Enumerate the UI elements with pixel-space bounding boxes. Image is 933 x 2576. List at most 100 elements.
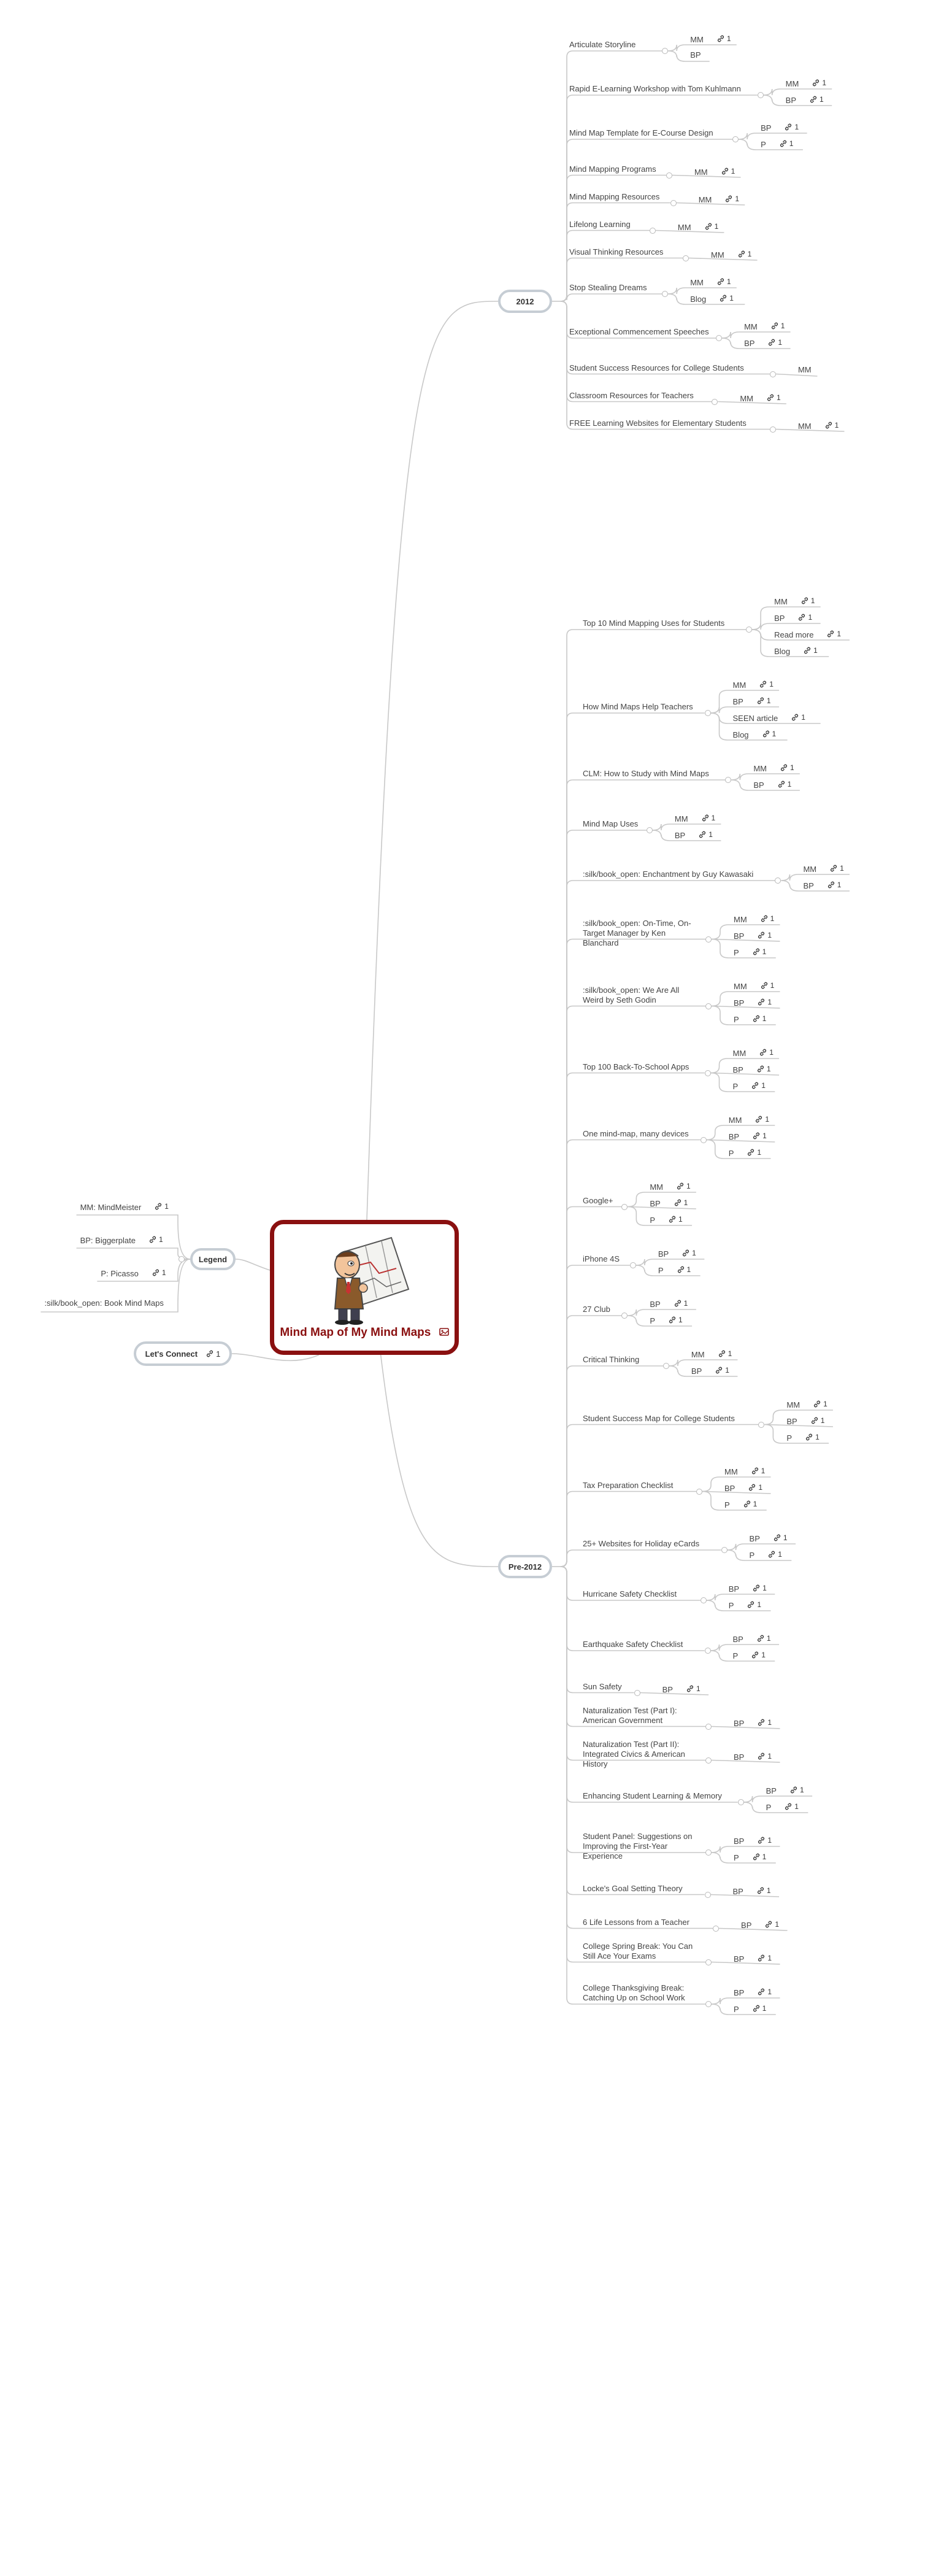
link-icon[interactable]: 1: [790, 1785, 804, 1795]
link-icon[interactable]: 1: [677, 1181, 691, 1191]
collapse-toggle[interactable]: [634, 1689, 640, 1696]
topic-y2012-10[interactable]: Classroom Resources for Teachers: [569, 391, 694, 401]
link-icon[interactable]: 1: [753, 1131, 767, 1141]
collapse-toggle[interactable]: [621, 1203, 628, 1210]
topic-pre2012-7[interactable]: Top 100 Back-To-School Apps: [583, 1062, 689, 1072]
topic-y2012-11[interactable]: FREE Learning Websites for Elementary St…: [569, 418, 747, 428]
link-icon[interactable]: 1: [791, 712, 805, 722]
collapse-toggle[interactable]: [704, 1891, 711, 1898]
link-icon[interactable]: 1: [757, 1633, 771, 1643]
link-icon[interactable]: 1: [743, 1499, 757, 1509]
link-icon[interactable]: 1: [757, 1886, 771, 1895]
link-icon[interactable]: 1: [812, 78, 826, 88]
topic-pre2012-5[interactable]: :silk/book_open: On-Time, On-Target Mana…: [583, 919, 699, 948]
topic-pre2012-6[interactable]: :silk/book_open: We Are All Weird by Set…: [583, 985, 699, 1005]
collapse-toggle[interactable]: [666, 172, 672, 179]
link-icon[interactable]: 1: [830, 863, 844, 873]
topic-pre2012-17[interactable]: Earthquake Safety Checklist: [583, 1640, 683, 1649]
link-icon[interactable]: 1: [718, 1349, 732, 1359]
topic-pre2012-12[interactable]: Critical Thinking: [583, 1355, 639, 1365]
link-icon[interactable]: 1: [702, 813, 715, 823]
link-icon[interactable]: 1: [805, 1432, 820, 1442]
link-icon[interactable]: 1: [811, 1416, 824, 1425]
collapse-toggle[interactable]: [700, 1597, 707, 1603]
collapse-toggle[interactable]: [721, 1547, 728, 1553]
topic-y2012-4[interactable]: Mind Mapping Resources: [569, 192, 659, 202]
link-icon[interactable]: 1: [765, 1919, 779, 1929]
link-icon[interactable]: 1: [827, 629, 841, 639]
link-icon[interactable]: 1: [674, 1298, 688, 1308]
topic-y2012-5[interactable]: Lifelong Learning: [569, 220, 631, 229]
link-icon[interactable]: 1: [753, 947, 766, 957]
collapse-toggle[interactable]: [705, 1723, 712, 1730]
collapse-toggle[interactable]: [670, 199, 677, 206]
link-icon[interactable]: 1: [785, 1802, 799, 1811]
link-icon[interactable]: 1: [206, 1349, 220, 1359]
link-icon[interactable]: 1: [751, 1650, 766, 1660]
link-icon[interactable]: 1: [758, 1751, 772, 1761]
link-icon[interactable]: 1: [758, 1987, 772, 1997]
collapse-toggle[interactable]: [769, 426, 776, 433]
root-node[interactable]: Mind Map of My Mind Maps: [270, 1220, 459, 1355]
link-icon[interactable]: 1: [768, 337, 782, 347]
link-icon[interactable]: 1: [747, 1600, 761, 1610]
link-icon[interactable]: 1: [757, 1064, 771, 1074]
collapse-toggle[interactable]: [704, 710, 711, 716]
link-icon[interactable]: 1: [738, 249, 751, 259]
link-icon[interactable]: 1: [717, 277, 731, 287]
link-icon[interactable]: 1: [751, 1081, 766, 1090]
topic-y2012-0[interactable]: Articulate Storyline: [569, 40, 635, 50]
collapse-toggle[interactable]: [662, 1363, 669, 1369]
topic-pre2012-9[interactable]: Google+: [583, 1196, 613, 1206]
topic-pre2012-11[interactable]: 27 Club: [583, 1305, 610, 1314]
topic-pre2012-20[interactable]: Naturalization Test (Part II): Integrate…: [583, 1740, 699, 1769]
topic-y2012-6[interactable]: Visual Thinking Resources: [569, 247, 663, 257]
child-link-node[interactable]: BP: [690, 50, 701, 60]
link-icon[interactable]: 1: [767, 393, 781, 403]
link-icon[interactable]: 1: [771, 321, 785, 331]
link-icon[interactable]: 1: [748, 1483, 762, 1492]
link-icon[interactable]: 1: [780, 763, 794, 773]
collapse-toggle[interactable]: [704, 1070, 711, 1076]
collapse-toggle[interactable]: [716, 335, 723, 341]
link-icon[interactable]: 1: [827, 880, 841, 890]
topic-pre2012-14[interactable]: Tax Preparation Checklist: [583, 1481, 673, 1490]
link-icon[interactable]: 1: [758, 930, 772, 940]
collapse-toggle[interactable]: [705, 2001, 712, 2007]
collapse-toggle[interactable]: [621, 1313, 628, 1319]
collapse-toggle[interactable]: [705, 936, 712, 943]
topic-pre2012-19[interactable]: Naturalization Test (Part I): American G…: [583, 1706, 699, 1726]
